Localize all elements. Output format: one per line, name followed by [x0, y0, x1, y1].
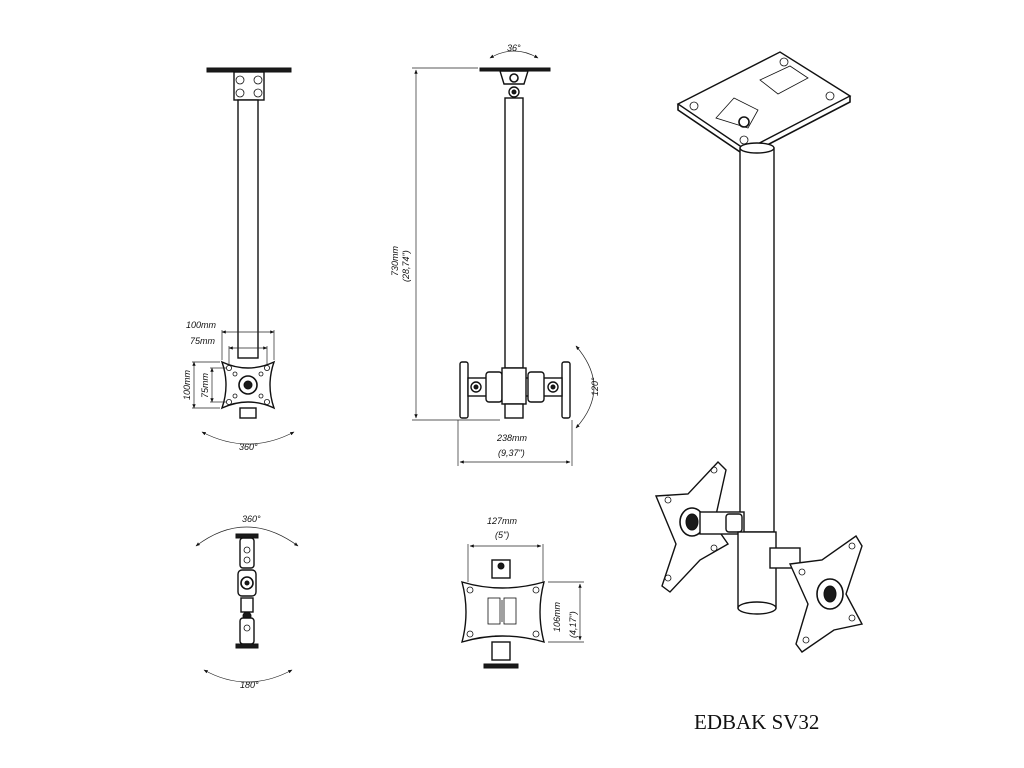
top-view: 360° 180° [195, 514, 299, 690]
side-height-in-label: (28,74") [401, 250, 411, 282]
pole [237, 99, 259, 359]
plate-height-in-label: (4,17") [568, 611, 578, 638]
side-pole [504, 97, 524, 369]
front-width-inner-label: 75mm [190, 336, 216, 346]
top-rotation-label: 360° [242, 514, 261, 524]
plate-outline [461, 580, 545, 644]
model-title: EDBAK SV32 [694, 710, 819, 734]
perspective-view [654, 51, 864, 653]
plate-width-in-label: (5") [495, 530, 509, 540]
side-width-mm-label: 238mm [496, 433, 528, 443]
plate-width-mm-label: 127mm [487, 516, 518, 526]
front-height-inner-label: 75mm [200, 372, 210, 398]
side-tilt-top-label: 36° [507, 43, 521, 53]
perspective-ceiling-plate [676, 51, 852, 151]
bottom-rotation-label: 180° [240, 680, 259, 690]
side-width-in-label: (9,37") [498, 448, 525, 458]
side-tilt-label: 120° [590, 377, 600, 396]
side-height-mm-label: 730mm [390, 245, 400, 276]
front-width-outer-label: 100mm [186, 320, 217, 330]
plate-height-mm-label: 106mm [552, 601, 562, 632]
front-rotation-label: 360° [239, 442, 258, 452]
front-height-outer-label: 100mm [182, 369, 192, 400]
perspective-pole [739, 147, 775, 533]
plate-view: 127mm (5") 106mm (4,17") [461, 516, 584, 669]
side-view: 36° 730mm (28,74") 238mm (9,37") 120° [390, 43, 600, 466]
front-view: 100mm 75mm 100mm 75mm 360° [182, 67, 295, 452]
